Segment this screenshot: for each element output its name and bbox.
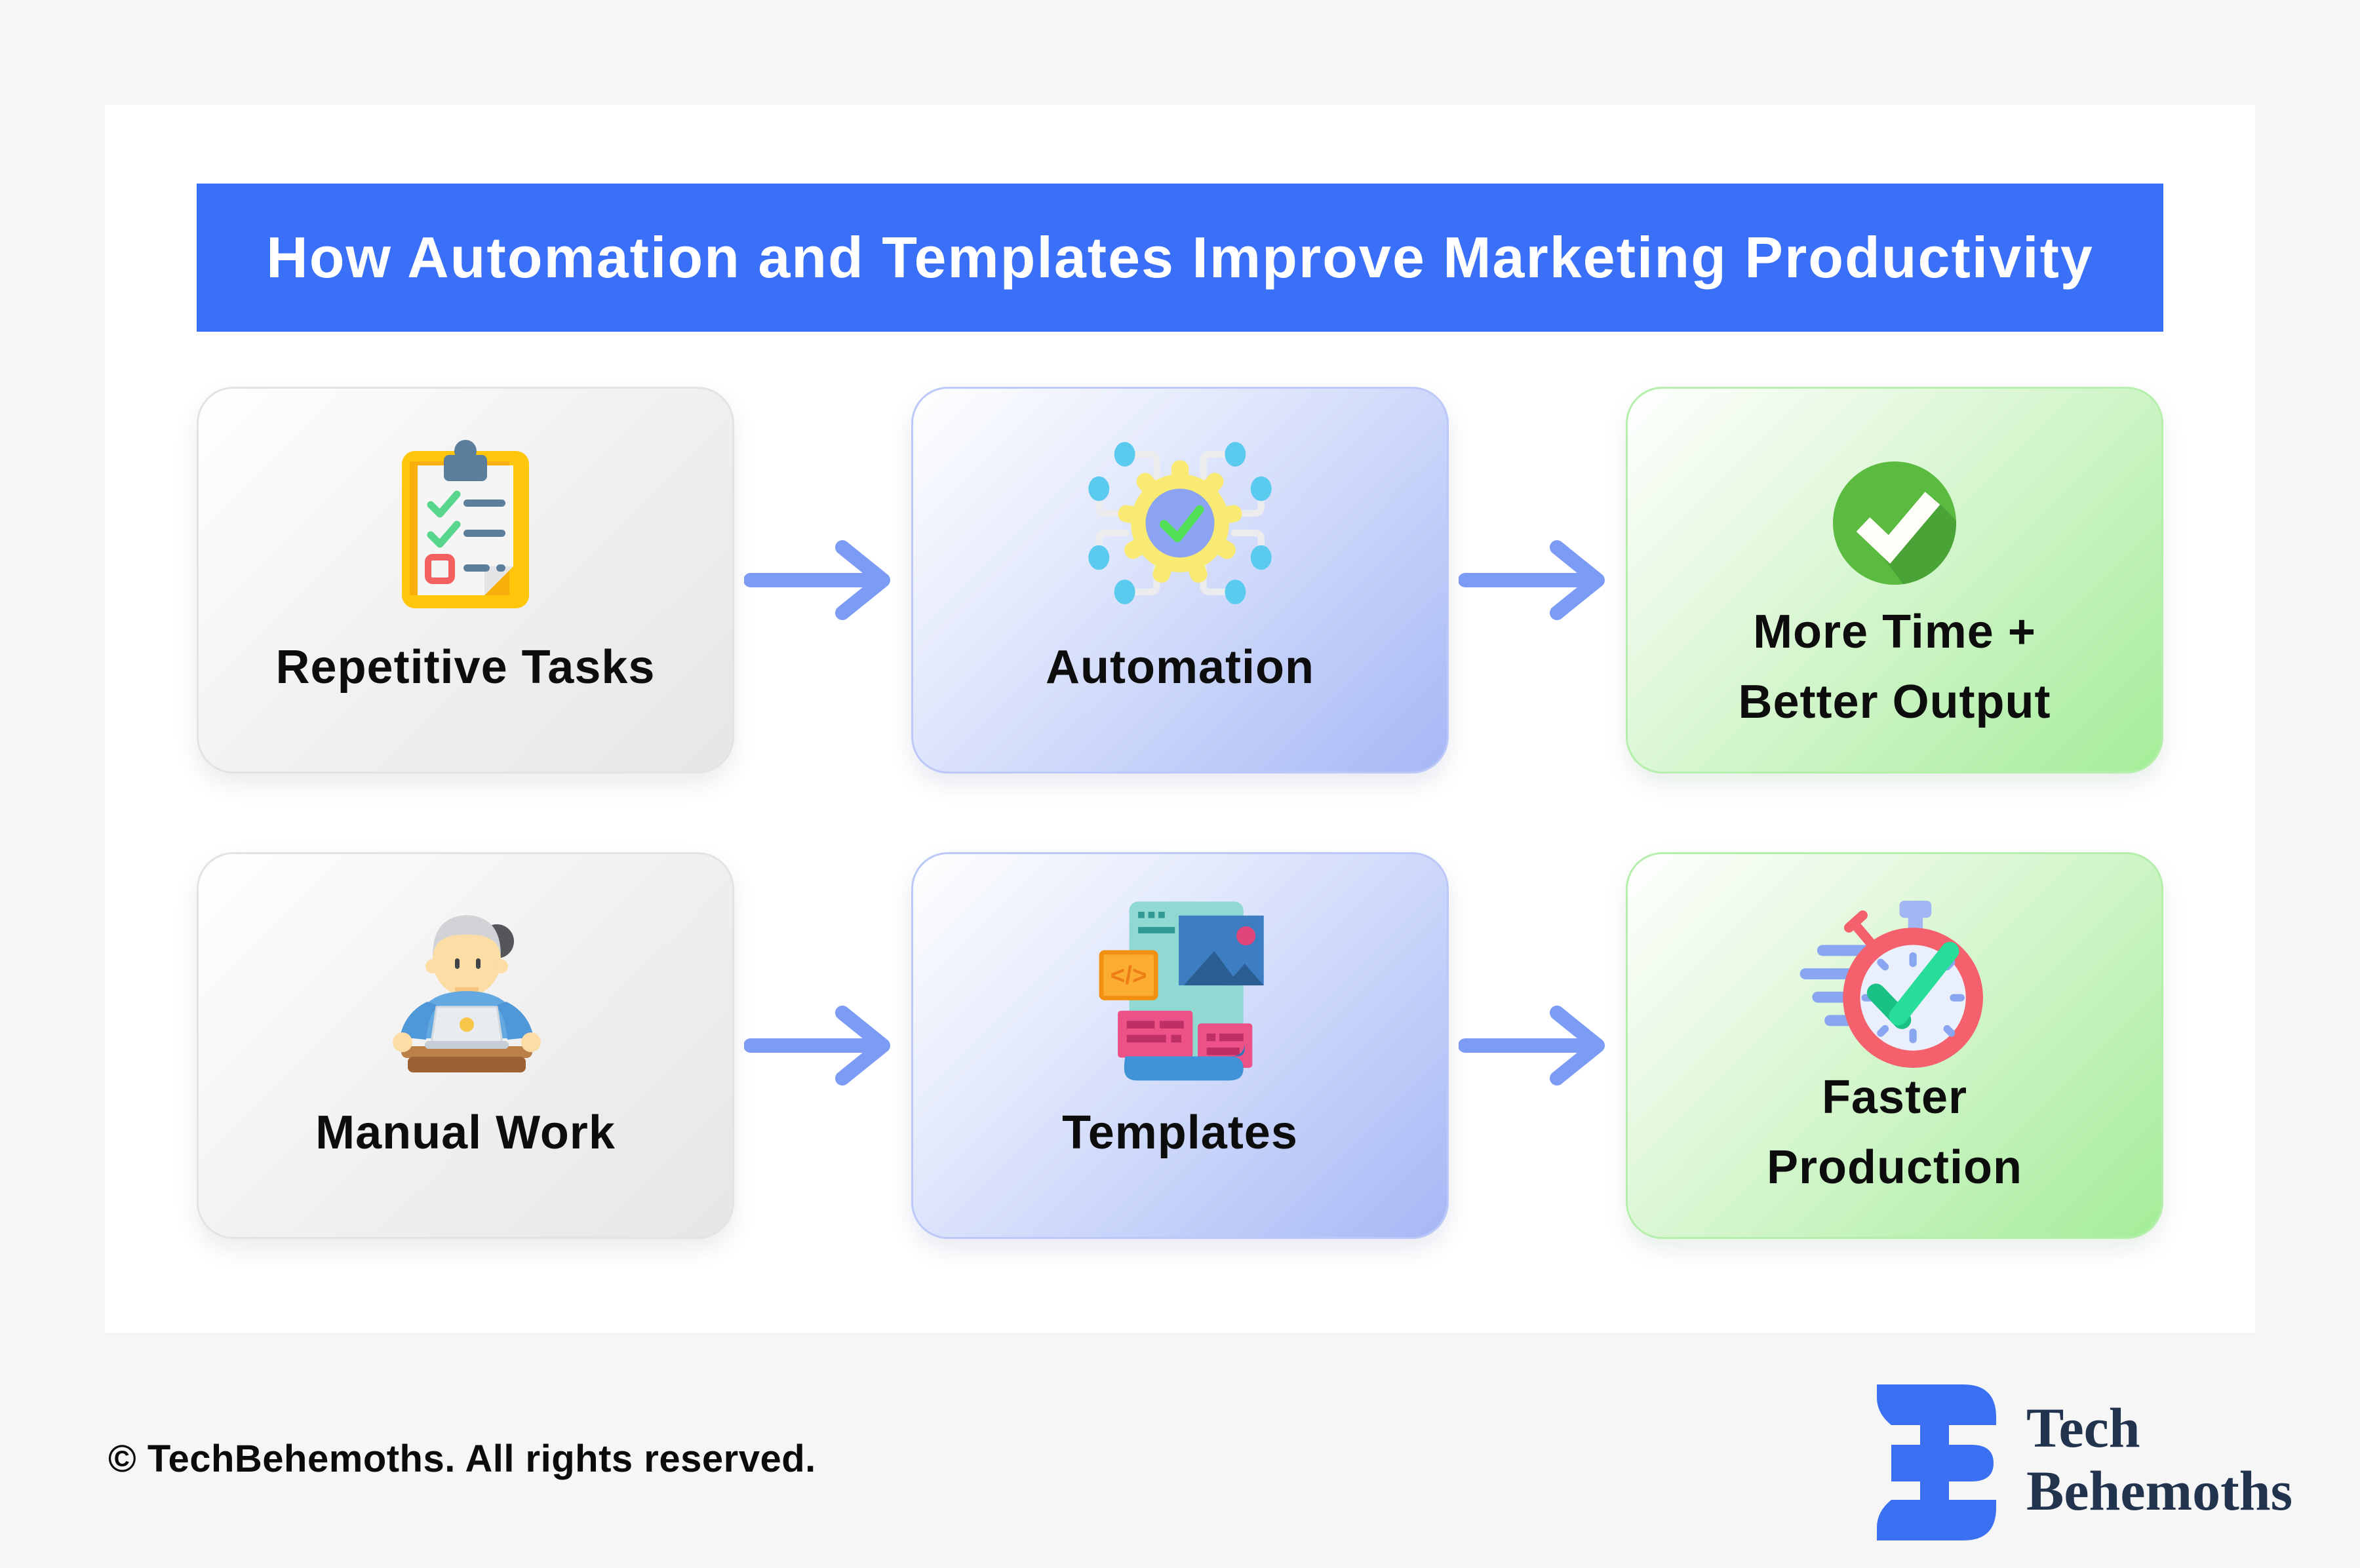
card-automation: Automation — [911, 387, 1449, 774]
card-repetitive-tasks: Repetitive Tasks — [197, 387, 734, 774]
card-more-time-better-output: More Time + Better Output — [1626, 387, 2163, 774]
webpage-template-icon: </> — [1099, 901, 1264, 1081]
flow-arrow-icon — [744, 1006, 890, 1086]
gear-automation-icon — [1088, 442, 1272, 604]
title-banner: How Automation and Templates Improve Mar… — [197, 184, 2163, 332]
content-panel: How Automation and Templates Improve Mar… — [105, 105, 2255, 1333]
card-faster-production: Faster Production — [1626, 852, 2163, 1239]
card-manual-work: Manual Work — [197, 852, 734, 1239]
techbehemoths-logo-text: Tech Behemoths — [2026, 1396, 2293, 1522]
copyright-text: © TechBehemoths. All rights reserved. — [108, 1438, 816, 1480]
stopwatch-icon — [1800, 900, 1983, 1068]
svg-text:</>: </> — [1111, 962, 1147, 990]
card-label: More Time + Better Output — [1738, 606, 2051, 728]
card-label: Templates — [1062, 1106, 1298, 1159]
clipboard-checklist-icon — [402, 440, 529, 608]
flow-arrow-icon — [1459, 1006, 1605, 1086]
flow-arrow-icon — [1459, 540, 1605, 620]
card-label: Repetitive Tasks — [275, 640, 656, 694]
check-circle-icon — [1833, 461, 1956, 585]
techbehemoths-logo-mark — [1877, 1384, 1996, 1540]
flow-arrow-icon — [744, 540, 890, 620]
card-label: Manual Work — [315, 1106, 616, 1159]
card-label: Automation — [1046, 640, 1314, 694]
techbehemoths-logo: Tech Behemoths — [1872, 1384, 2292, 1540]
person-laptop-icon — [393, 915, 541, 1072]
card-templates: </> Templates — [911, 852, 1449, 1239]
card-label: Faster Production — [1767, 1071, 2022, 1194]
page-title: How Automation and Templates Improve Mar… — [266, 225, 2094, 290]
